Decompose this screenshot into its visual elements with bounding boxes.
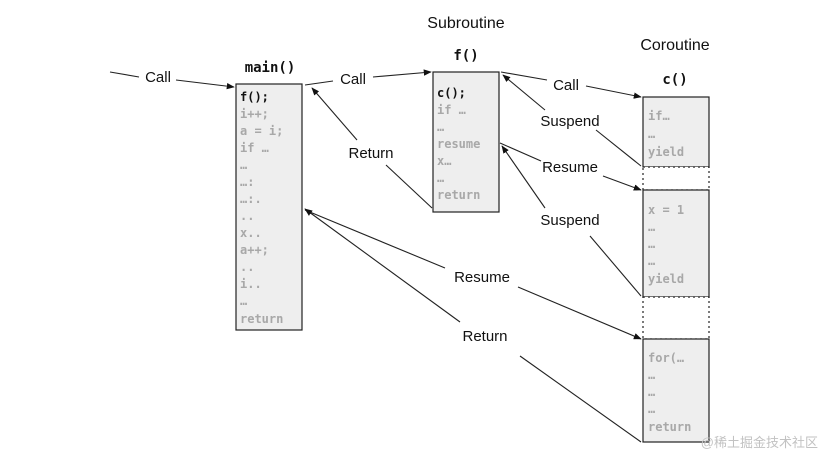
code-line: x.. bbox=[240, 226, 262, 240]
main-function-box bbox=[235, 83, 303, 331]
code-line: .. bbox=[240, 260, 254, 274]
code-line: x… bbox=[437, 154, 451, 168]
watermark-text: @稀土掘金技术社区 bbox=[701, 435, 818, 450]
code-line: a++; bbox=[240, 243, 269, 257]
resume-c-from-main-arrow bbox=[517, 286, 642, 340]
code-line: i.. bbox=[240, 277, 262, 291]
resume-c-arrow bbox=[602, 175, 642, 191]
code-line: a = i; bbox=[240, 124, 283, 138]
c-segment-3-code: for(… … … … return bbox=[648, 351, 691, 434]
code-line: if… bbox=[648, 109, 670, 123]
code-line: …:. bbox=[240, 192, 262, 206]
code-line: … bbox=[648, 254, 655, 268]
code-line: … bbox=[648, 127, 655, 141]
c-segment-1-code: if… … yield bbox=[648, 109, 684, 159]
resume-f-label: Resume bbox=[542, 159, 598, 176]
code-line: return bbox=[648, 420, 691, 434]
code-line: … bbox=[240, 294, 247, 308]
c-segment-3-box bbox=[642, 338, 710, 443]
code-line: if … bbox=[437, 103, 466, 117]
subroutine-heading: Subroutine bbox=[427, 15, 504, 32]
return-from-c-line bbox=[519, 355, 642, 443]
code-line: c(); bbox=[437, 86, 466, 100]
c-segment-1-box bbox=[642, 96, 710, 168]
code-line: … bbox=[648, 237, 655, 251]
call-c-arrow bbox=[585, 85, 642, 99]
call-main-line-in bbox=[109, 71, 140, 78]
code-line: yield bbox=[648, 272, 684, 286]
return-to-main-upper-arrow bbox=[311, 87, 358, 141]
call-c-line-in bbox=[500, 71, 548, 81]
suspend-to-f-arrow bbox=[502, 74, 546, 111]
c-suspended-gap-1 bbox=[642, 166, 710, 191]
code-line: .. bbox=[240, 209, 254, 223]
code-line: return bbox=[437, 188, 480, 202]
call-f-label: Call bbox=[340, 71, 366, 88]
code-line: … bbox=[648, 368, 655, 382]
code-line: …: bbox=[240, 175, 254, 189]
call-f-line-in bbox=[304, 80, 334, 86]
return-f-label: Return bbox=[348, 145, 393, 162]
code-line: yield bbox=[648, 145, 684, 159]
resume-main-label: Resume bbox=[454, 269, 510, 286]
call-f-arrow bbox=[372, 69, 432, 78]
code-line: … bbox=[240, 158, 247, 172]
f-function-box bbox=[432, 71, 500, 213]
code-line: i++; bbox=[240, 107, 269, 121]
return-to-main-arrow bbox=[304, 208, 461, 323]
code-line: … bbox=[437, 171, 444, 185]
coroutine-heading: Coroutine bbox=[640, 37, 709, 54]
call-main-label: Call bbox=[145, 69, 171, 86]
code-line: if … bbox=[240, 141, 269, 155]
code-line: … bbox=[437, 120, 444, 134]
c-function-title: c() bbox=[662, 72, 687, 88]
main-code-lines: f(); i++; a = i; if … … …: …:. .. x.. a+… bbox=[240, 90, 283, 326]
code-line: return bbox=[240, 312, 283, 326]
code-line: … bbox=[648, 220, 655, 234]
code-line: f(); bbox=[240, 90, 269, 104]
code-line: … bbox=[648, 385, 655, 399]
c-suspended-gap-2 bbox=[642, 296, 710, 340]
suspend-to-resume-line-arrow bbox=[501, 145, 546, 209]
code-line: … bbox=[648, 402, 655, 416]
code-line: for(… bbox=[648, 351, 684, 365]
code-line: resume bbox=[437, 137, 480, 151]
main-function-title: main() bbox=[245, 60, 296, 76]
suspend-from-c-line bbox=[595, 129, 642, 167]
suspend-2-from-c-line bbox=[589, 235, 642, 297]
resume-from-main-line bbox=[304, 209, 446, 269]
return-main-label: Return bbox=[462, 328, 507, 345]
call-main-arrow bbox=[175, 79, 235, 90]
code-line: x = 1 bbox=[648, 203, 684, 217]
suspend-1-label: Suspend bbox=[540, 113, 599, 130]
suspend-2-label: Suspend bbox=[540, 212, 599, 229]
f-function-title: f() bbox=[453, 48, 478, 64]
c-segment-2-code: x = 1 … … … yield bbox=[648, 203, 684, 286]
return-from-f-line bbox=[385, 164, 433, 209]
call-c-label: Call bbox=[553, 77, 579, 94]
f-code-lines: c(); if … … resume x… … return bbox=[437, 86, 480, 202]
